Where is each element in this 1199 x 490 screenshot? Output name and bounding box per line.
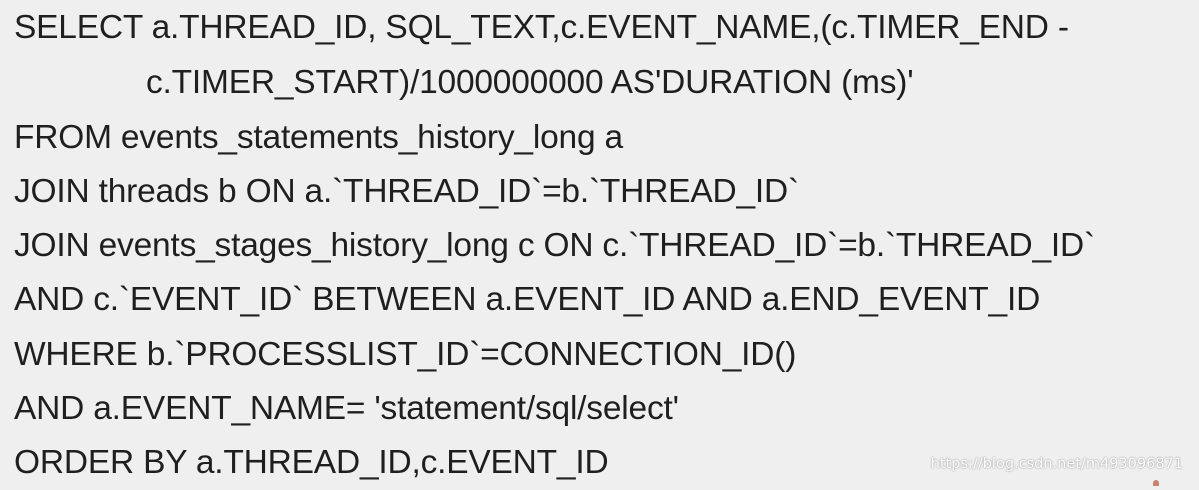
code-line-5: JOIN events_stages_history_long c ON c.`… [14,227,1095,264]
code-line-2: c.TIMER_START)/1000000000 AS'DURATION (m… [146,64,914,101]
code-line-6: AND c.`EVENT_ID` BETWEEN a.EVENT_ID AND … [14,281,1041,318]
watermark-url: https://blog.csdn.net/m493096871 [930,456,1183,472]
code-line-3: FROM events_statements_history_long a [14,119,623,156]
code-line-9: ORDER BY a.THREAD_ID,c.EVENT_ID [14,444,609,481]
corner-decoration [1153,480,1159,486]
code-line-4: JOIN threads b ON a.`THREAD_ID`=b.`THREA… [14,173,799,210]
code-line-8: AND a.EVENT_NAME= 'statement/sql/select' [14,390,679,427]
code-line-1: SELECT a.THREAD_ID, SQL_TEXT,c.EVENT_NAM… [14,9,1069,46]
code-line-7: WHERE b.`PROCESSLIST_ID`=CONNECTION_ID() [14,336,797,373]
